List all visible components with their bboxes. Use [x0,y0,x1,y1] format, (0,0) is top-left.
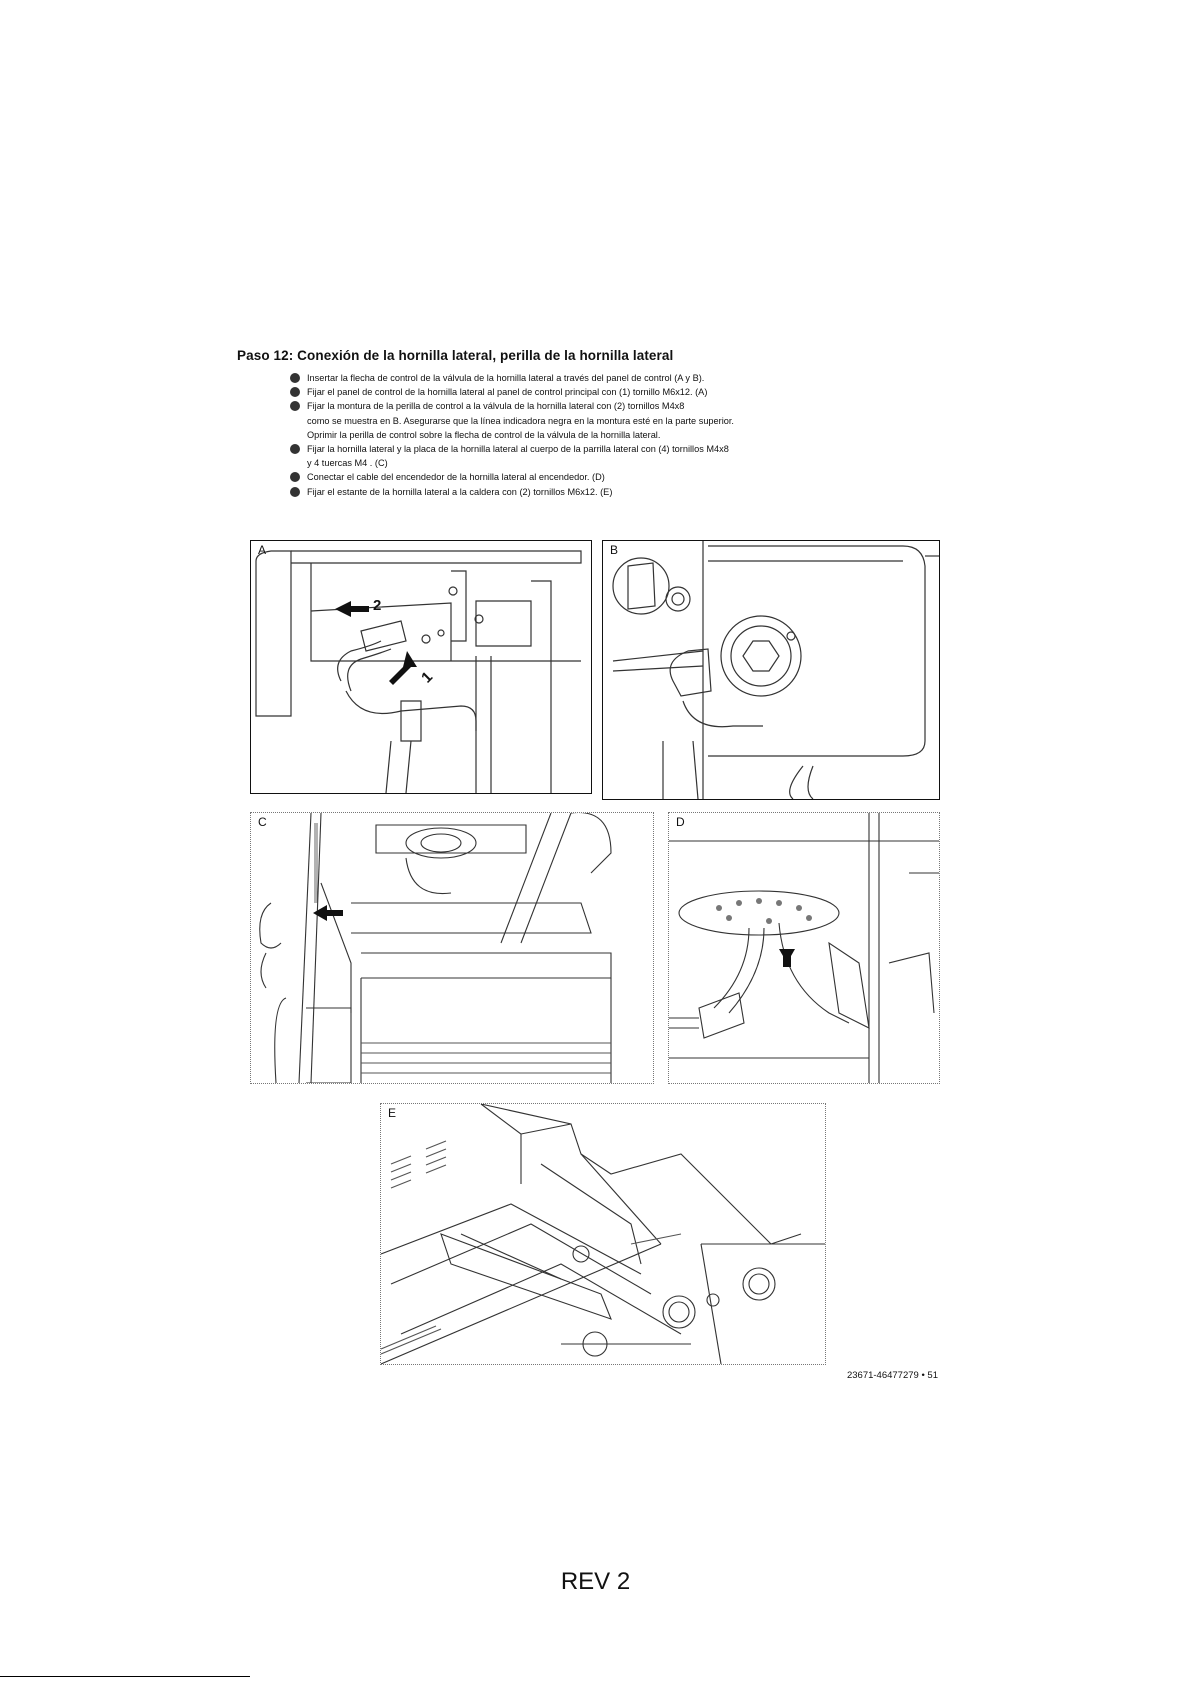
bullet-icon [290,373,300,383]
instruction-item: Fijar la hornilla lateral y la placa de … [290,442,950,470]
instruction-list: Insertar la flecha de control de la válv… [290,371,950,499]
figure-a: A 2 1 [250,540,592,794]
instruction-item: Fijar la montura de la perilla de contro… [290,399,950,442]
instruction-text: Fijar la montura de la perilla de contro… [307,401,685,412]
instruction-text: como se muestra en B. Asegurarse que la … [307,415,734,426]
instruction-item: Insertar la flecha de control de la válv… [290,371,950,385]
instruction-text: Fijar la hornilla lateral y la placa de … [307,444,729,455]
figure-c: C [250,812,654,1084]
instruction-text: Insertar la flecha de control de la válv… [307,373,705,383]
arrow-icon [779,949,795,967]
arrow-icon [335,601,417,685]
divider [0,1676,250,1677]
figure-b-illustration [612,541,939,799]
bullet-icon [290,472,300,483]
step-title: Paso 12: Conexión de la hornilla lateral… [237,348,674,363]
figure-label: B [610,543,619,557]
figure-a-illustration [255,550,582,793]
hole-pattern [716,898,812,924]
revision-label: REV 2 [560,1568,631,1595]
instruction-item: Fijar el estante de la hornilla lateral … [290,485,950,499]
instruction-text: Fijar el panel de control de la hornilla… [307,387,708,398]
figure-label: A [258,543,267,557]
figure-d: D [668,812,940,1084]
instruction-item: Fijar el panel de control de la hornilla… [290,385,950,399]
bullet-icon [290,444,300,455]
figure-e-illustration [381,1104,825,1364]
arrow-icon [313,905,343,921]
bullet-icon [290,401,300,412]
instruction-text: Conectar el cable del encendedor de la h… [307,472,605,483]
bullet-icon [290,486,300,497]
instruction-text: Oprimir la perilla de control sobre la f… [307,429,661,440]
figure-c-illustration [259,813,612,1083]
callout-number: 2 [373,597,382,614]
instruction-text: Fijar el estante de la hornilla lateral … [307,486,613,497]
figure-e: E [380,1103,826,1365]
figure-label: D [676,815,685,829]
instruction-item: Conectar el cable del encendedor de la h… [290,470,950,484]
figure-label: E [388,1106,397,1120]
bullet-icon [290,387,300,398]
instruction-text: y 4 tuercas M4 . (C) [307,458,388,469]
figure-label: C [258,815,267,829]
figure-b: B [602,540,940,800]
figure-d-illustration [669,813,939,1083]
page-identifier: 23671-46477279 • 51 [846,1370,938,1381]
